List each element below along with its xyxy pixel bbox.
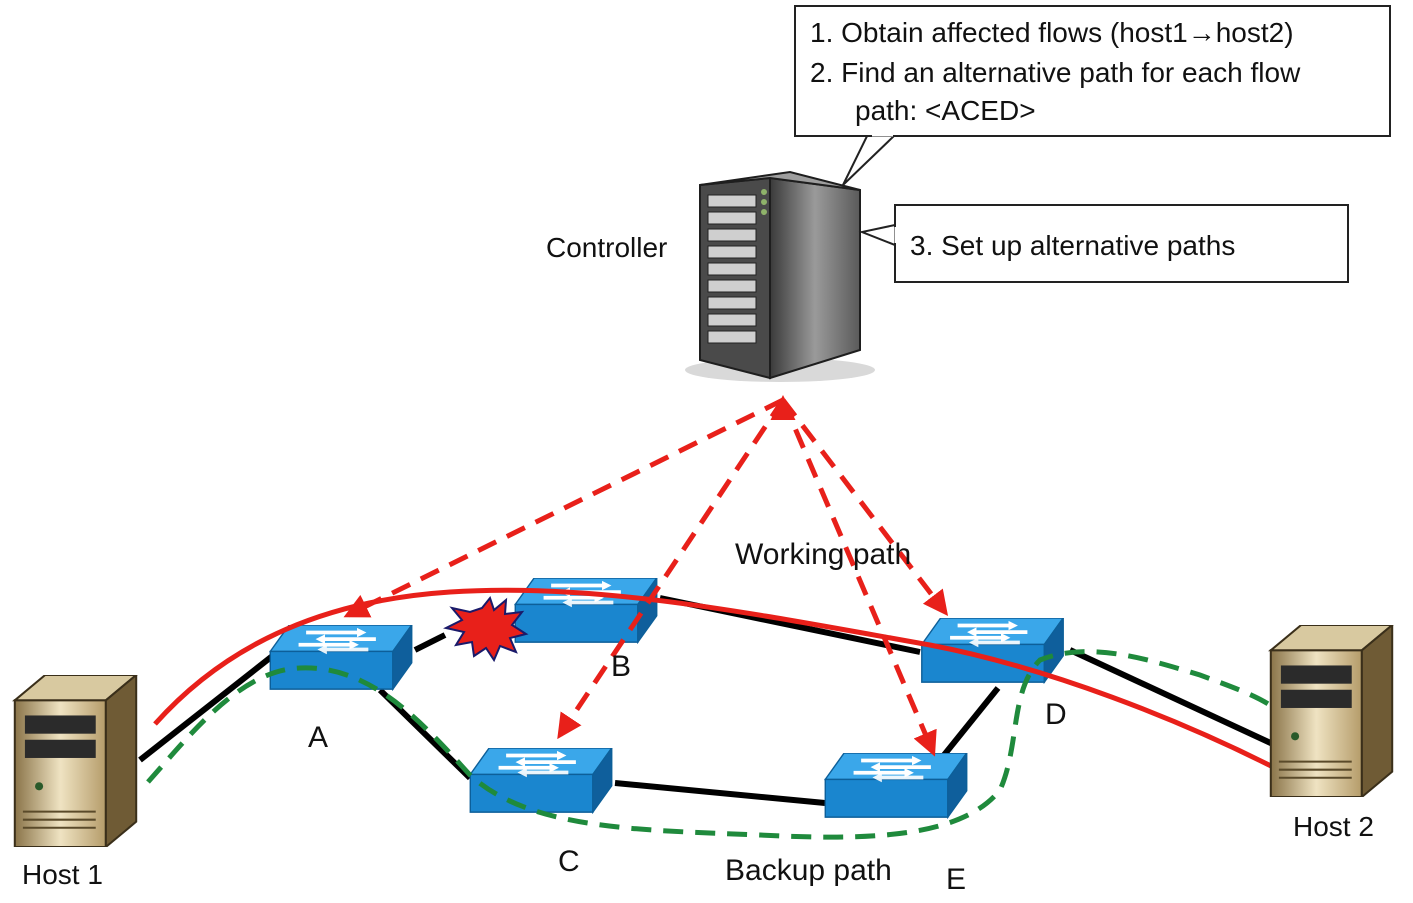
switch-c-icon — [469, 748, 613, 813]
callout-line-2: 2. Find an alternative path for each flo… — [810, 57, 1301, 88]
callout-line-3: path: <ACED> — [855, 95, 1036, 126]
callout-setup-text: 3. Set up alternative paths — [910, 230, 1235, 261]
host-2-label: Host 2 — [1293, 811, 1374, 842]
callout-line-1: 1. Obtain affected flows (host1→host2) — [810, 17, 1294, 48]
working-path-label: Working path — [735, 538, 911, 571]
switch-e-label: E — [946, 863, 966, 896]
working-path-line — [153, 587, 1277, 771]
callout-setup: 3. Set up alternative paths — [858, 204, 1349, 283]
controller-label: Controller — [546, 232, 667, 263]
link-failure-icon — [443, 595, 529, 663]
switch-e-icon — [824, 753, 968, 818]
switch-b-label: B — [611, 650, 631, 683]
host-1-icon — [13, 675, 138, 847]
control-messages — [343, 395, 949, 757]
switch-b-icon — [514, 578, 658, 643]
backup-path-label: Backup path — [725, 854, 892, 887]
switch-c-label: C — [558, 845, 580, 878]
switch-d-label: D — [1045, 698, 1067, 731]
switch-a-icon — [269, 625, 413, 690]
callout-obtain-find: 1. Obtain affected flows (host1→host2) 2… — [794, 5, 1391, 186]
host-1-label: Host 1 — [22, 859, 103, 890]
switch-a-label: A — [308, 721, 328, 754]
controller-server-icon — [685, 170, 875, 382]
host-2-icon — [1269, 625, 1394, 797]
